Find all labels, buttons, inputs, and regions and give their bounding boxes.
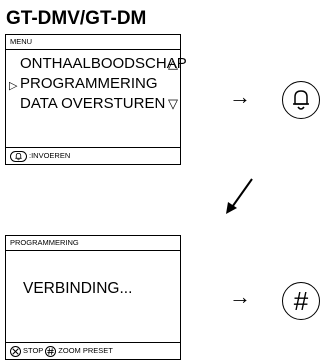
programmering-screen-footer: STOP ZOOM PRESET — [6, 342, 180, 359]
bell-button[interactable] — [282, 81, 320, 119]
menu-screen: MENU ONTHAALBOODSCHAP △ ▷ PROGRAMMERING … — [5, 34, 187, 165]
scroll-down-icon[interactable]: ▽ — [168, 96, 178, 111]
hash-button[interactable]: # — [282, 282, 320, 320]
bell-icon — [293, 90, 309, 110]
stop-icon — [10, 345, 21, 357]
status-message: VERBINDING... — [23, 280, 133, 297]
next-step-arrow: → — [229, 84, 251, 109]
menu-item-data-oversturen[interactable]: DATA OVERSTUREN — [20, 95, 165, 113]
menu-item-label: PROGRAMMERING — [20, 75, 158, 92]
next-step-arrow: → — [229, 284, 251, 309]
hash-icon — [45, 345, 57, 357]
footer-enter-label: :INVOEREN — [29, 151, 71, 160]
menu-item-programmering[interactable]: PROGRAMMERING — [20, 75, 158, 93]
scroll-up-icon[interactable]: △ — [168, 56, 178, 71]
programmering-screen-header: PROGRAMMERING — [6, 236, 180, 251]
hash-icon: # — [293, 286, 309, 316]
menu-screen-header: MENU — [6, 35, 180, 50]
programmering-screen: PROGRAMMERING VERBINDING... STOP ZOOM PR… — [5, 235, 181, 360]
bell-icon — [10, 150, 27, 162]
selection-marker-icon: ▷ — [9, 80, 18, 92]
footer-zoom-label: ZOOM PRESET — [58, 346, 113, 355]
menu-item-onthaalboodschap[interactable]: ONTHAALBOODSCHAP — [20, 55, 187, 73]
menu-item-label: DATA OVERSTUREN — [20, 95, 166, 112]
menu-screen-footer: :INVOEREN — [6, 147, 180, 164]
footer-stop-label: STOP — [23, 346, 44, 355]
menu-item-label: ONTHAALBOODSCHAP — [20, 55, 187, 72]
page-title: GT-DMV/GT-DM — [6, 8, 147, 29]
transition-arrow-icon — [226, 178, 253, 214]
